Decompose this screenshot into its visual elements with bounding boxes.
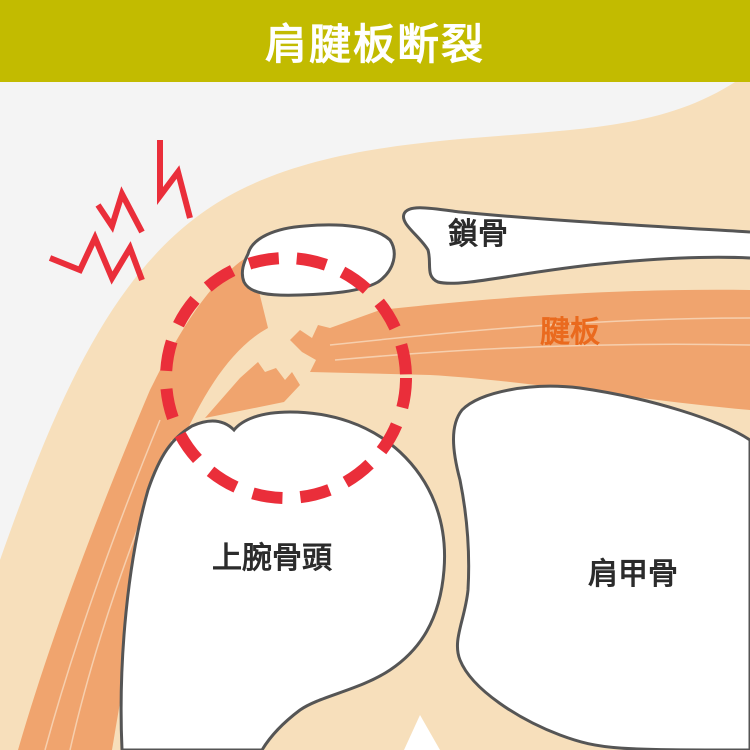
tendon-lateral [18,255,268,750]
humeral-head-bone [119,410,447,750]
scapula-label: 肩甲骨 [588,557,678,592]
tear-circle [160,252,412,504]
pain-icon [48,140,193,285]
title-bar: 肩腱板断裂 [0,0,750,82]
clavicle-label: 鎖骨 [448,217,508,252]
clavicle-bone [402,206,750,285]
page-title: 肩腱板断裂 [264,19,485,69]
glenoid-tip [404,715,440,750]
humeral-head-label: 上腕骨頭 [212,541,333,576]
tendon-label: 腱板 [540,315,600,350]
tendon-lateral-tip [205,362,300,418]
scapula-bone [452,384,750,750]
